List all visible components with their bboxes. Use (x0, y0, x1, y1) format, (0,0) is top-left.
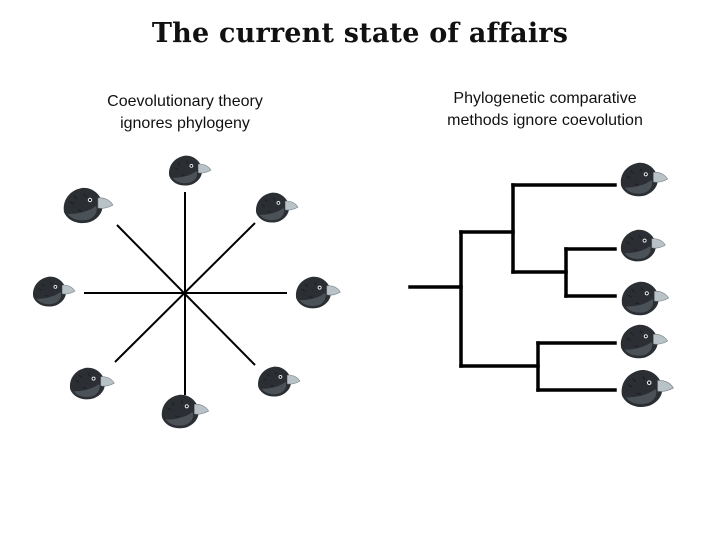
spoke-diagonal-1 (116, 224, 256, 366)
left-caption-line-2: ignores phylogeny (120, 115, 250, 132)
finch-head-icon (257, 366, 301, 397)
right-caption-line-2: methods ignore coevolution (447, 112, 643, 129)
finch-head-icon (621, 369, 674, 408)
finch-head-icon (161, 394, 210, 429)
finch-head-icon (255, 192, 299, 223)
right-caption: Phylogenetic comparative methods ignore … (420, 88, 670, 132)
left-caption: Coevolutionary theory ignores phylogeny (70, 91, 300, 135)
right-caption-line-1: Phylogenetic comparative (453, 90, 637, 107)
left-caption-line-1: Coevolutionary theory (107, 93, 263, 110)
phylogenetic-tree (408, 183, 617, 392)
slide-title: The current state of affairs (151, 18, 569, 49)
radial-star-diagram (84, 192, 287, 395)
finch-head-icon (63, 187, 114, 224)
finch-head-icon (295, 276, 341, 309)
finch-head-icon (168, 155, 212, 186)
finch-head-icon (32, 276, 76, 307)
right-finch-heads (620, 162, 674, 408)
finch-head-icon (620, 229, 666, 262)
finch-head-icon (620, 162, 669, 197)
finch-head-icon (620, 324, 669, 359)
finch-head-icon (69, 367, 115, 400)
finch-head-icon (621, 281, 670, 316)
spoke-diagonal-2 (114, 222, 256, 363)
